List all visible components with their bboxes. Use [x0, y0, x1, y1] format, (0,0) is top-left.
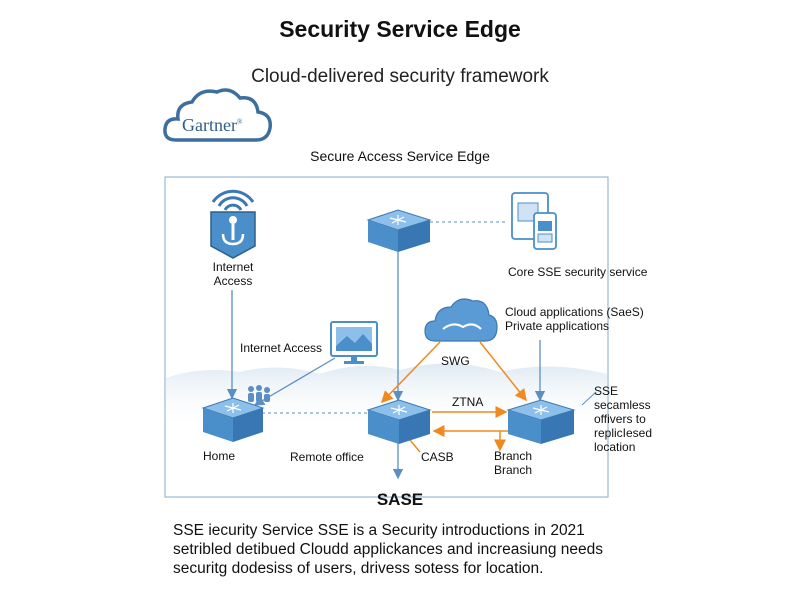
router-home — [201, 397, 265, 442]
cloud-icon — [424, 298, 498, 342]
description-text: SSE iecurity Service SSE is a Security i… — [173, 521, 603, 578]
arrow-cloud-to-remote — [380, 341, 441, 404]
logo-text: Gartner — [182, 115, 237, 135]
internet-access-monitor-label: Internet Access — [240, 341, 323, 355]
branch-label: Branch Branch — [494, 449, 533, 477]
gartner-logo: Gartner® — [162, 84, 274, 146]
swg-label: SWG — [441, 354, 470, 368]
home-label: Home — [203, 449, 236, 463]
registered-mark: ® — [236, 118, 243, 126]
page-title: Security Service Edge — [279, 16, 521, 42]
page-subtitle: Cloud-delivered security framework — [251, 66, 549, 87]
casb-label: CASB — [421, 450, 454, 464]
wifi-antenna-icon — [210, 189, 256, 259]
description-line-2: setribled detibued Cloudd applickances a… — [173, 541, 603, 558]
description-line-3: securitg dodesiss of users, drivess sote… — [173, 560, 544, 577]
arrow-cloud-to-branch-orange — [479, 341, 527, 402]
internet-access-top-label: Internet Access — [212, 260, 254, 288]
router-branch — [506, 399, 576, 444]
arrow-casb — [409, 439, 421, 453]
diagram-title: Secure Access Service Edge — [310, 148, 490, 164]
people-icon — [248, 385, 270, 402]
ztna-label: ZTNA — [452, 395, 484, 409]
sase-label: SASE — [376, 490, 424, 509]
device-documents-icon — [511, 192, 557, 250]
description-line-1: SSE iecurity Service SSE is a Security i… — [173, 522, 585, 539]
monitor-icon — [330, 321, 378, 364]
cloud-apps-label: Cloud applications (SaeS) Private applic… — [505, 305, 644, 333]
diagram-frame — [164, 176, 609, 498]
cloud-icon — [163, 88, 272, 142]
remote-office-label: Remote office — [290, 450, 364, 464]
router-remote-office — [366, 399, 432, 444]
core-sse-label: Core SSE security service — [508, 265, 648, 279]
sse-note-label: SSE secamless offivers to replicIesed lo… — [594, 384, 653, 454]
router-top — [366, 209, 432, 252]
arrow-sse-note — [581, 391, 597, 406]
